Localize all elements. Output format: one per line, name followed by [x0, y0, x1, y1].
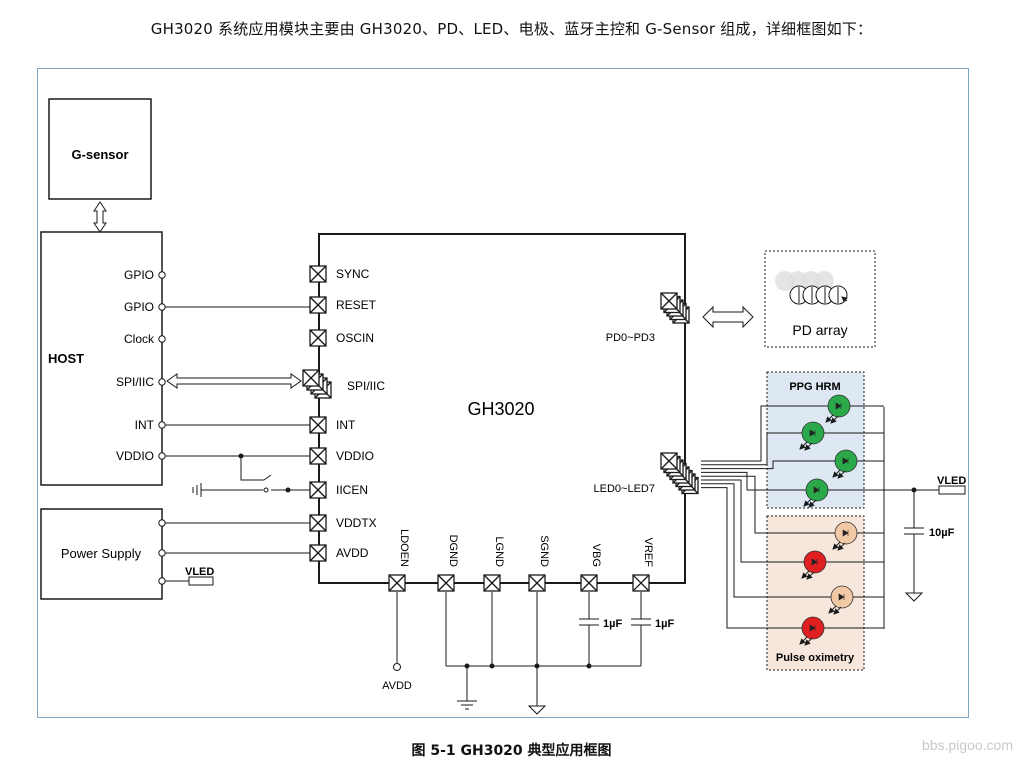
chip-bottom-pin-label: DGND: [447, 535, 459, 567]
led-icon: [832, 449, 858, 479]
vled-right-label: VLED: [937, 475, 966, 487]
gsensor-host-arrow: [93, 201, 107, 233]
figure-caption: 图 5-1 GH3020 典型应用框图: [411, 743, 612, 759]
power-supply-block: Power Supply VLED: [40, 508, 214, 600]
chip-pin-label: VDDIO: [336, 449, 374, 463]
led-icon: [799, 421, 825, 451]
chip-pin-box: [309, 481, 327, 499]
chip-pin-label: IICEN: [336, 483, 368, 497]
chip-pin-box: [309, 514, 327, 532]
chip-pin-box: [309, 447, 327, 465]
chip-bottom-pin-box: [528, 574, 546, 592]
chip-pin-label: INT: [336, 418, 356, 432]
ground-right-icon: [904, 592, 924, 602]
host-pin-label: GPIO: [124, 300, 154, 314]
chip-bottom-pin-box: [483, 574, 501, 592]
ppg-hrm-label: PPG HRM: [789, 381, 840, 393]
chip-pin-box: [309, 329, 327, 347]
chip-bottom-pin-label: VREF: [642, 538, 654, 568]
led-array: [799, 394, 858, 646]
chip-pin-label: SPI/IIC: [347, 379, 385, 393]
pd-array-label: PD array: [792, 322, 847, 338]
chip-pin-box: [309, 416, 327, 434]
host-pin-label: VDDIO: [116, 449, 154, 463]
intro-text: GH3020 系统应用模块主要由 GH3020、PD、LED、电极、蓝牙主控和 …: [150, 20, 873, 38]
chip-bottom-pin-label: LDOEN: [398, 529, 410, 567]
led-icon: [801, 550, 827, 580]
chip-bottom-pin-box: [632, 574, 650, 592]
cap-10uf-label: 10µF: [929, 527, 955, 539]
watermark: bbs.pigoo.com: [921, 737, 1013, 753]
chip-label: GH3020: [467, 399, 534, 419]
host-pin-label: SPI/IIC: [116, 375, 154, 389]
chip-bottom-pin-label: SGND: [538, 535, 550, 567]
spi-pin-box: [302, 369, 320, 387]
chip-pin-label: RESET: [336, 298, 377, 312]
led-icon: [832, 521, 858, 551]
host-chip-wires: [165, 306, 310, 554]
vled-power-label: VLED: [185, 566, 214, 578]
led-icon: [825, 394, 851, 424]
avdd-bottom-label: AVDD: [382, 680, 412, 692]
led-icon: [828, 585, 854, 615]
gsensor-label: G-sensor: [71, 147, 128, 162]
chip-pin-label: SYNC: [336, 267, 370, 281]
chip-pin-label: AVDD: [336, 546, 369, 560]
iicen-ground-icon: [192, 483, 202, 497]
vled-rail: [883, 407, 939, 629]
pulse-oximetry-label: Pulse oximetry: [776, 652, 855, 664]
pd-pin-stack: [660, 292, 690, 324]
chip-bottom-pin-label: LGND: [493, 536, 505, 567]
chip-pin-box: [309, 265, 327, 283]
led-icon: [799, 616, 825, 646]
pd-array-block: PD array: [764, 250, 876, 348]
led-pin-stack: [660, 452, 699, 495]
chip-pin-box: [309, 544, 327, 562]
led-icon: [803, 478, 829, 508]
ground-bottom-icon: [457, 700, 477, 710]
right-pin-box: [660, 292, 678, 310]
ground-sgnd-icon: [527, 705, 547, 715]
host-pin-label: Clock: [124, 332, 155, 346]
cap-vref-label: 1µF: [655, 618, 674, 630]
host-pin-label: GPIO: [124, 268, 154, 282]
led-wires: [701, 405, 884, 629]
led-pins-label: LED0~LED7: [594, 483, 655, 495]
power-supply-label: Power Supply: [61, 546, 142, 561]
gsensor-block: G-sensor: [48, 98, 152, 200]
pd-pins-label: PD0~PD3: [606, 332, 655, 344]
right-pin-box: [660, 452, 678, 470]
spi-bus-arrow: [166, 373, 302, 389]
chip-bottom-pin-box: [580, 574, 598, 592]
chip-pin-box: [309, 296, 327, 314]
cap-vbg-label: 1µF: [603, 618, 622, 630]
chip-bottom-pin-box: [388, 574, 406, 592]
pd-bus-arrow: [702, 305, 754, 329]
host-pin-label: INT: [135, 418, 155, 432]
bottom-wires: [396, 592, 651, 706]
host-label: HOST: [48, 351, 84, 366]
chip-bottom-pin-box: [437, 574, 455, 592]
chip-bottom-pin-label: VBG: [590, 544, 602, 567]
chip-pin-label: OSCIN: [336, 331, 374, 345]
gh3020-chip: GH3020 SYNC RESET OSCIN SPI/IIC INT VDDIO IICE…: [302, 233, 686, 592]
photodiode-icon: [828, 285, 848, 305]
chip-pin-label: VDDTX: [336, 516, 377, 530]
